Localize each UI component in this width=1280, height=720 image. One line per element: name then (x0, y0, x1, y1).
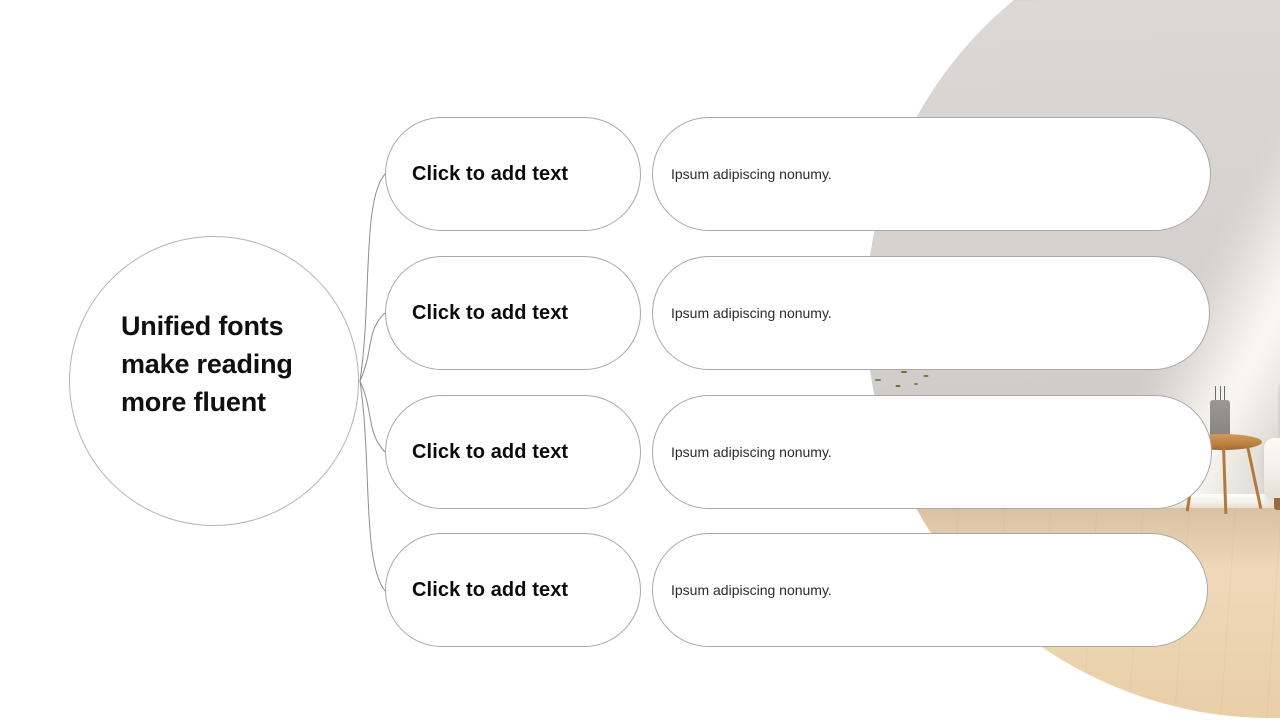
description-pill-label: Ipsum adipiscing nonumy. (671, 305, 832, 321)
vase-stems (1213, 386, 1227, 404)
description-pill-2[interactable]: Ipsum adipiscing nonumy. (652, 256, 1210, 370)
sofa-seat (1264, 438, 1280, 500)
description-pill-1[interactable]: Ipsum adipiscing nonumy. (652, 117, 1211, 231)
title-pill-3[interactable]: Click to add text (385, 395, 641, 509)
vase (1210, 400, 1230, 438)
page-title: Unified fonts make reading more fluent (121, 311, 293, 417)
description-pill-label: Ipsum adipiscing nonumy. (671, 582, 832, 598)
hub-circle: Unified fonts make reading more fluent (69, 236, 359, 526)
description-pill-3[interactable]: Ipsum adipiscing nonumy. (652, 395, 1212, 509)
title-pill-label: Click to add text (412, 440, 569, 463)
title-pill-2[interactable]: Click to add text (385, 256, 641, 370)
title-pill-label: Click to add text (412, 162, 569, 185)
description-pill-label: Ipsum adipiscing nonumy. (671, 444, 832, 460)
sofa-backrest (1278, 378, 1280, 488)
title-pill-4[interactable]: Click to add text (385, 533, 641, 647)
title-pill-label: Click to add text (412, 578, 569, 601)
description-pill-4[interactable]: Ipsum adipiscing nonumy. (652, 533, 1208, 647)
description-pill-label: Ipsum adipiscing nonumy. (671, 166, 832, 182)
title-pill-1[interactable]: Click to add text (385, 117, 641, 231)
sofa-leg (1274, 498, 1280, 510)
title-pill-label: Click to add text (412, 301, 569, 324)
